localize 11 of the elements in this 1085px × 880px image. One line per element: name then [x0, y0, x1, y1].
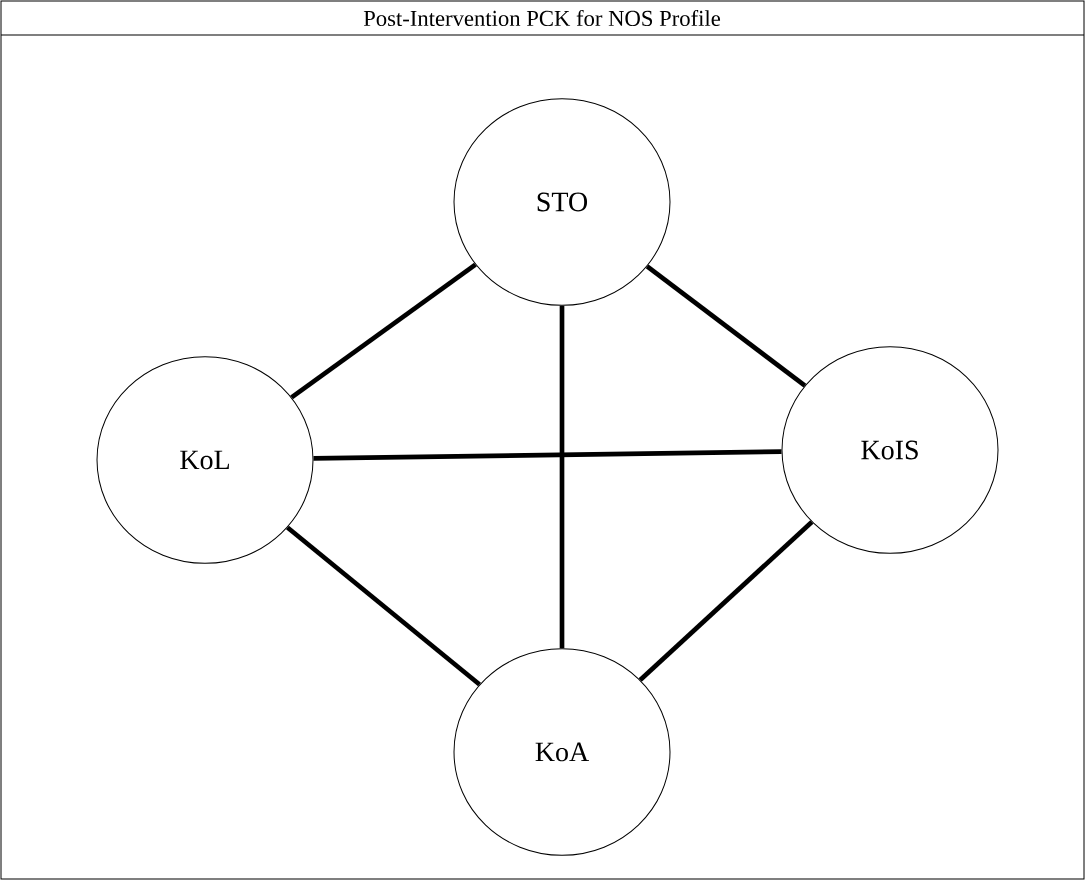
ellipse-node: KoIS	[781, 346, 999, 554]
connector-line	[286, 525, 481, 687]
title: Post-Intervention PCK for NOS Profile	[363, 9, 721, 27]
ellipse-node: STO	[453, 98, 671, 306]
ellipse-node: KoL	[96, 356, 314, 564]
ellipse-node: KoA	[453, 648, 671, 856]
connector-line	[290, 262, 477, 400]
connector-line	[638, 520, 814, 682]
connector-line	[313, 449, 782, 461]
connector-line	[559, 305, 565, 649]
connector-line	[645, 264, 807, 388]
